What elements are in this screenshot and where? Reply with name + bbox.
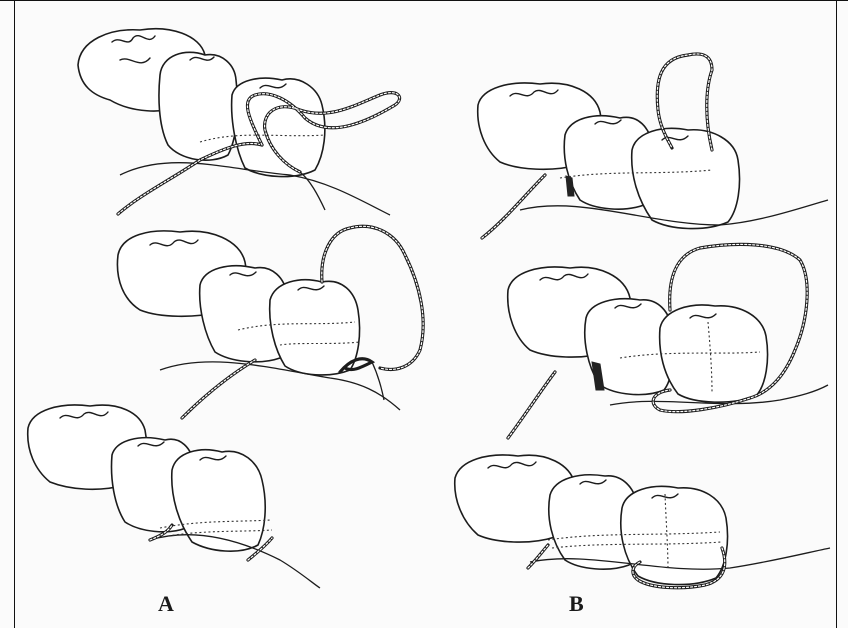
panel-b-step-3	[455, 455, 830, 588]
panel-a	[28, 29, 423, 588]
panel-a-step-2	[117, 226, 423, 418]
panel-a-step-1	[78, 29, 400, 215]
premolar-tooth	[159, 52, 238, 160]
panel-a-label: A	[158, 591, 174, 617]
canine-tooth	[232, 78, 325, 176]
canine-tooth	[632, 128, 740, 228]
canine-tooth	[621, 486, 728, 584]
panel-b-step-2	[508, 244, 828, 438]
canine-tooth	[270, 280, 360, 375]
panel-b	[455, 54, 830, 588]
panel-b-label: B	[569, 591, 584, 617]
floss-strand	[182, 360, 255, 418]
panel-a-step-3	[28, 405, 320, 588]
canine-tooth	[172, 450, 265, 551]
panel-b-step-1	[478, 54, 828, 238]
